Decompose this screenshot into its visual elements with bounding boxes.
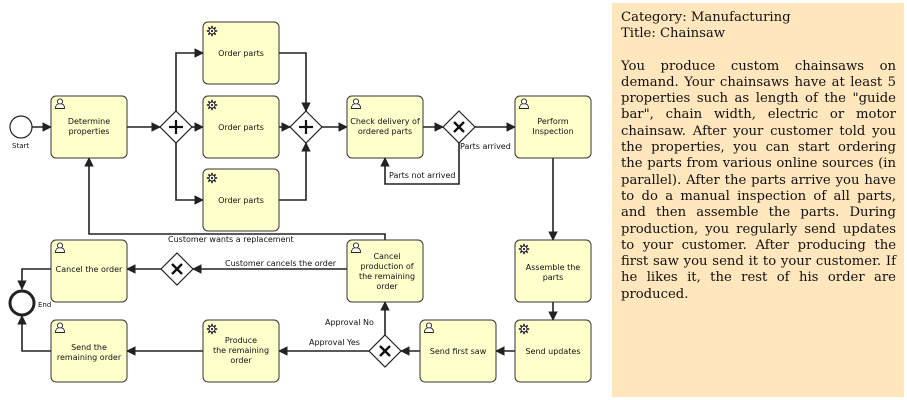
- task-cancel-order[interactable]: Cancel the order: [50, 239, 128, 303]
- bpmn-diagram: Parts arrived Parts not arrived Customer…: [8, 21, 592, 383]
- exclusive-gateway-cancel[interactable]: [160, 252, 194, 286]
- task-label: Order parts: [218, 123, 264, 132]
- task-send-updates[interactable]: Send updates: [514, 319, 592, 383]
- flow-label-parts-arrived: Parts arrived: [460, 142, 511, 151]
- task-order-parts-3[interactable]: Order parts: [202, 168, 280, 232]
- plus-icon: [169, 120, 183, 134]
- end-event[interactable]: [8, 289, 36, 317]
- task-label: Send updates: [525, 347, 580, 356]
- x-icon: [379, 345, 391, 357]
- task-send-first-saw[interactable]: Send first saw: [419, 319, 497, 383]
- exclusive-gateway-approval[interactable]: [368, 334, 402, 368]
- task-order-parts-2[interactable]: Order parts: [202, 95, 280, 159]
- flow-label-customer-wants-replacement: Customer wants a replacement: [168, 235, 294, 244]
- gear-icon: [517, 322, 531, 336]
- plus-icon: [299, 120, 313, 134]
- flow-send-remaining-to-end: [17, 315, 51, 352]
- gear-icon: [517, 243, 531, 255]
- x-icon: [453, 121, 465, 133]
- gear-icon: [206, 24, 218, 38]
- category-line: Category: Manufacturing: [621, 10, 791, 25]
- start-event-label: Start: [12, 142, 29, 150]
- start-event[interactable]: [9, 115, 33, 139]
- task-label: Order parts: [218, 49, 264, 58]
- description-panel: Category: Manufacturing Title: Chainsaw …: [612, 3, 904, 397]
- gear-icon: [206, 99, 218, 111]
- parallel-gateway-split[interactable]: [159, 110, 193, 144]
- task-order-parts-1[interactable]: Order parts: [202, 21, 280, 85]
- sequence-flows: [17, 48, 558, 356]
- flow-split-to-order-1: [175, 48, 204, 111]
- x-icon: [171, 263, 183, 275]
- flow-label-customer-cancels: Customer cancels the order: [225, 259, 337, 268]
- gear-icon: [206, 172, 218, 184]
- flow-xor-to-check-loop: [380, 143, 460, 185]
- description-text: You produce custom chainsaws on demand. …: [621, 58, 896, 302]
- exclusive-gateway-parts[interactable]: [442, 110, 476, 144]
- flow-label-approval-yes: Approval Yes: [309, 338, 360, 347]
- flow-order-3-to-join: [279, 142, 311, 201]
- task-label: Order parts: [218, 196, 264, 205]
- flow-label-approval-no: Approval No: [325, 318, 374, 327]
- flow-label-parts-not-arrived: Parts not arrived: [389, 171, 455, 180]
- title-line: Title: Chainsaw: [621, 26, 726, 42]
- flow-cancel-order-to-end: [17, 268, 51, 290]
- flow-order-1-to-join: [279, 52, 311, 112]
- gear-icon: [206, 322, 218, 336]
- task-label: Send first saw: [430, 347, 487, 356]
- end-event-label: End: [38, 301, 51, 309]
- parallel-gateway-join[interactable]: [289, 110, 323, 144]
- flow-split-to-order-3: [175, 143, 204, 205]
- flow-replacement-to-determine: [84, 157, 386, 240]
- task-label: Cancel the order: [56, 265, 123, 274]
